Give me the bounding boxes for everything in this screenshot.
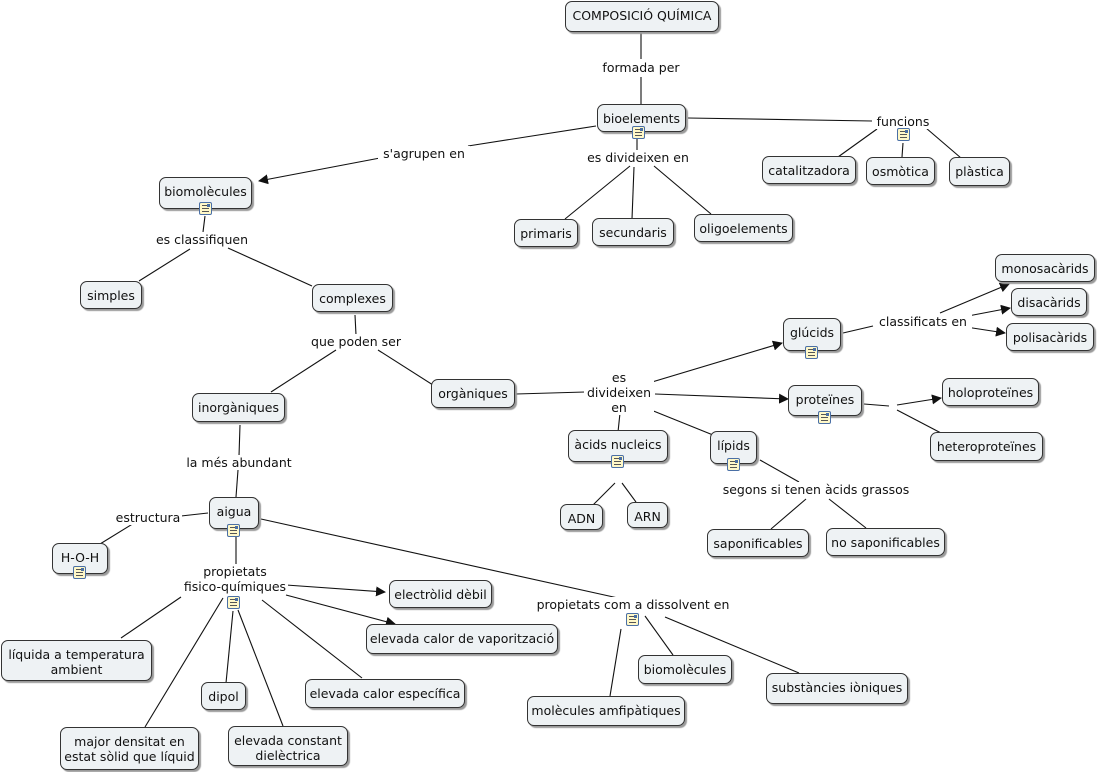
concept-arn[interactable]: ARN: [627, 502, 668, 528]
phrase-formada-per[interactable]: formada per: [598, 60, 684, 75]
note-icon[interactable]: [73, 566, 86, 579]
concept-secundaris[interactable]: secundaris: [592, 218, 674, 246]
concept-disacarids[interactable]: disacàrids: [1011, 288, 1087, 316]
note-icon[interactable]: [227, 596, 240, 609]
note-icon[interactable]: [626, 613, 639, 626]
concept-heteroproteines[interactable]: heteroproteïnes: [930, 432, 1043, 461]
concept-calor-especifica[interactable]: elevada calor específica: [305, 679, 465, 708]
concept-molecules-amfipatiques[interactable]: molècules amfipàtiques: [527, 696, 685, 726]
concept-h-o-h[interactable]: H-O-H: [52, 543, 108, 574]
concept-aigua[interactable]: aigua: [209, 497, 259, 529]
note-icon[interactable]: [632, 126, 645, 139]
concept-saponificables[interactable]: saponificables: [707, 529, 809, 557]
concept-osmotica[interactable]: osmòtica: [866, 157, 935, 185]
concept-dipol[interactable]: dipol: [201, 682, 246, 710]
concept-adn[interactable]: ADN: [560, 504, 603, 530]
note-icon[interactable]: [611, 455, 624, 468]
phrase-la-mes-abundant[interactable]: la més abundant: [182, 455, 296, 470]
phrase-funcions[interactable]: funcions: [872, 114, 934, 129]
concept-monosacarids[interactable]: monosacàrids: [995, 254, 1095, 282]
phrase-estructura[interactable]: estructura: [114, 510, 182, 525]
concept-liquida-temperatura[interactable]: líquida a temperatura ambient: [1, 640, 152, 681]
concept-calor-vaporitzacio[interactable]: elevada calor de vaporització: [366, 624, 558, 654]
phrase-es-divideixen-en-2[interactable]: es divideixen en: [584, 370, 654, 415]
concept-substancies-ioniques[interactable]: substàncies iòniques: [766, 673, 908, 704]
concept-electrolit-debil[interactable]: electròlid dèbil: [389, 580, 492, 608]
concept-biomolecules-dissolvent[interactable]: biomolècules: [638, 655, 732, 684]
phrase-classificats-en[interactable]: classificats en: [874, 314, 972, 329]
concept-composicio-quimica[interactable]: COMPOSICIÓ QUÍMICA: [565, 1, 719, 32]
phrase-que-poden-ser[interactable]: que poden ser: [308, 334, 404, 349]
concept-organiques[interactable]: orgàniques: [431, 379, 515, 408]
phrase-sagrupen-en[interactable]: s'agrupen en: [378, 146, 470, 161]
concept-catalitzadora[interactable]: catalitzadora: [762, 156, 856, 184]
concept-bioelements[interactable]: bioelements: [597, 104, 686, 132]
note-icon[interactable]: [897, 128, 910, 141]
phrase-es-divideixen-en[interactable]: es divideixen en: [585, 150, 691, 165]
phrase-es-classifiquen[interactable]: es classifiquen: [154, 232, 250, 247]
concept-complexes[interactable]: complexes: [312, 284, 393, 312]
concept-constant-dielectrica[interactable]: elevada constant dielèctrica: [228, 726, 348, 766]
concept-primaris[interactable]: primaris: [514, 219, 578, 247]
note-icon[interactable]: [805, 346, 818, 359]
concept-no-saponificables[interactable]: no saponificables: [826, 528, 945, 556]
concept-inorganiques[interactable]: inorgàniques: [192, 393, 285, 422]
concept-holoproteines[interactable]: holoproteïnes: [942, 378, 1039, 406]
note-icon[interactable]: [227, 524, 240, 537]
concept-glucids[interactable]: glúcids: [783, 318, 841, 351]
concept-polisacarids[interactable]: polisacàrids: [1006, 323, 1094, 351]
concept-plastica[interactable]: plàstica: [949, 157, 1010, 186]
concept-oligoelements[interactable]: oligoelements: [694, 214, 793, 242]
phrase-segons-acids-grassos[interactable]: segons si tenen àcids grassos: [722, 482, 910, 497]
note-icon[interactable]: [818, 411, 831, 424]
concept-densitat[interactable]: major densitat en estat sòlid que líquid: [60, 727, 199, 770]
concept-simples[interactable]: simples: [80, 281, 142, 309]
note-icon[interactable]: [199, 202, 212, 215]
note-icon[interactable]: [727, 458, 740, 471]
phrase-propietats-dissolvent[interactable]: propietats com a dissolvent en: [535, 597, 731, 612]
concept-proteines[interactable]: proteïnes: [788, 385, 862, 416]
phrase-propietats-fisico-quimiques[interactable]: propietats fisico-químiques: [182, 564, 288, 594]
